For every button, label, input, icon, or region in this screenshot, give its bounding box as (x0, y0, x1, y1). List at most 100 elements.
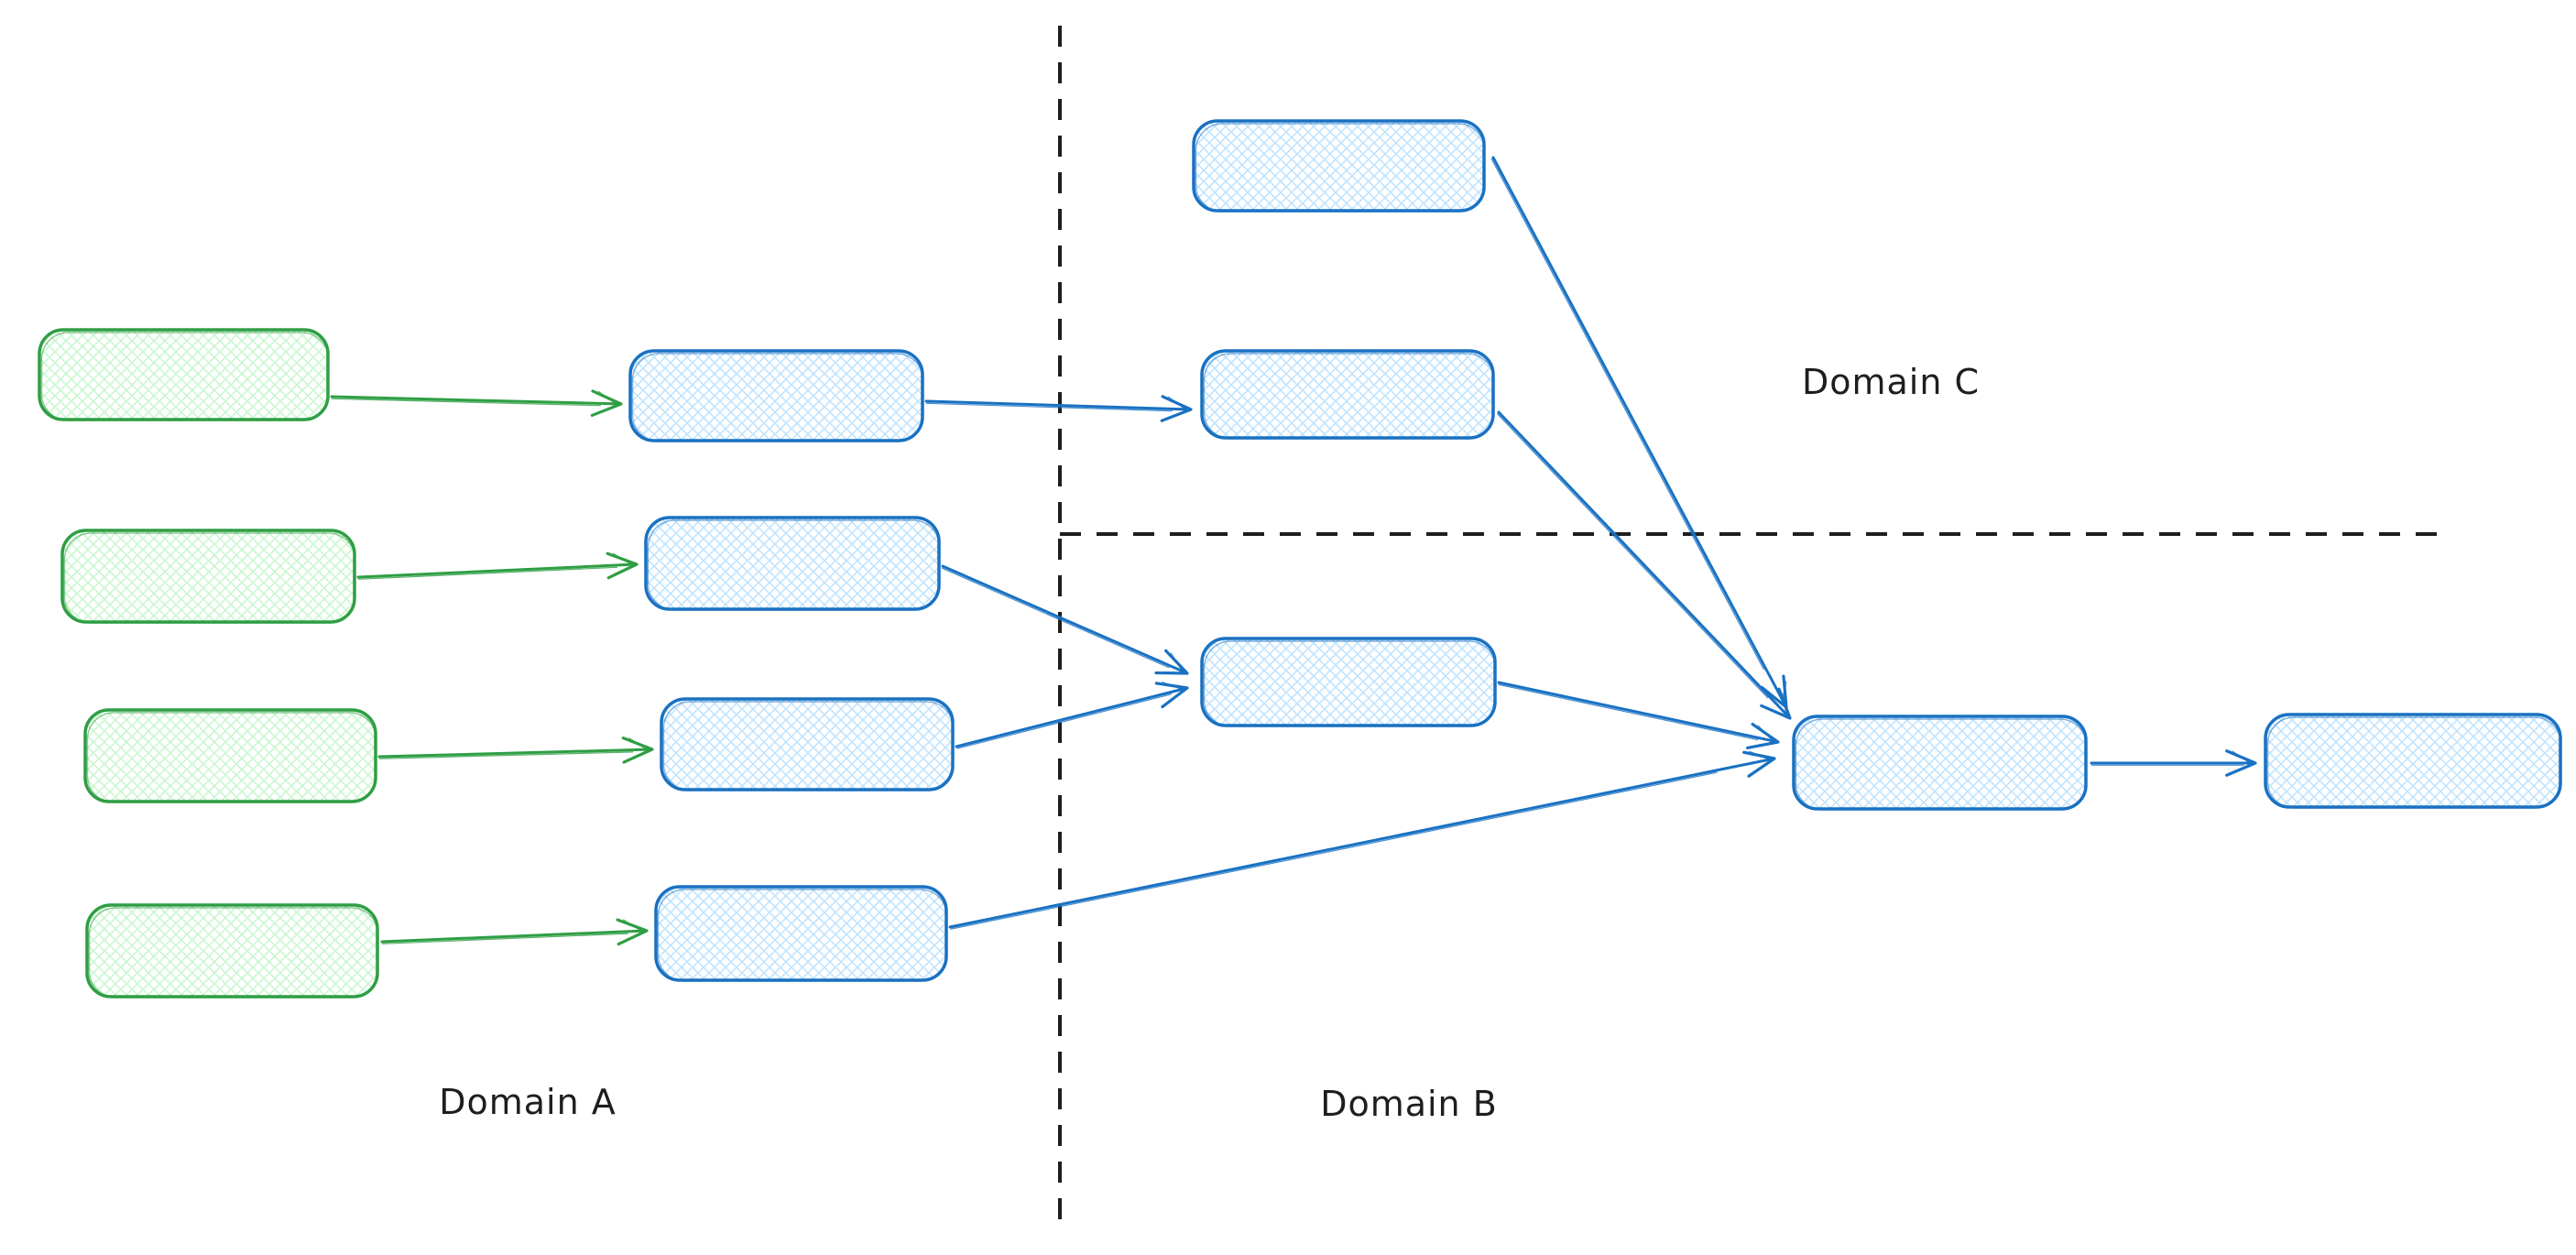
domain-b-node-merge-sketch-outline (1795, 718, 2088, 811)
arrow-source4-process4-arrowhead-icon (616, 918, 649, 946)
arrow-source4-process4 (380, 918, 649, 946)
arrow-process1-cmid-sketch-line (925, 402, 1173, 412)
arrow-merge-output-arrowhead-icon (2225, 749, 2257, 777)
domain-a-source-1-sketch-outline (40, 332, 330, 421)
domain-a-source-3-shape (83, 708, 377, 803)
domain-b-node-left-shape (1200, 637, 1497, 727)
domain-a-process-4-sketch-outline (657, 889, 948, 982)
domain-a-source-1-shape (38, 328, 330, 421)
arrow-source4-process4-sketch-line (382, 933, 628, 944)
arrow-bleft-merge-arrowhead-sketch (1757, 725, 1774, 742)
arrow-ctop-merge-shaft (1491, 156, 1786, 705)
arrow-source2-process2 (356, 551, 639, 580)
domain-a-process-1 (628, 349, 924, 442)
domain-c-node-top-shape (1192, 119, 1486, 213)
arrow-process3-bleft-arrowhead-icon (1154, 682, 1189, 709)
arrow-process2-bleft-shaft (941, 564, 1185, 673)
arrow-source3-process3-arrowhead-icon (621, 737, 654, 764)
domain-c-node-mid (1200, 349, 1495, 440)
arrow-source2-process2-arrowhead-sketch (612, 552, 632, 565)
arrow-process1-cmid-arrowhead-icon (1160, 395, 1193, 422)
domain-c-node-mid-sketch-outline (1203, 353, 1495, 440)
domain-b-node-merge (1792, 715, 2088, 811)
domain-a-process-2-shape (644, 516, 941, 611)
arrow-ctop-merge (1490, 156, 1788, 709)
arrow-process3-bleft (955, 681, 1189, 749)
arrow-cmid-merge-sketch-line (1496, 413, 1769, 699)
arrow-process4-merge-sketch-line (950, 771, 1718, 930)
arrow-source1-process1-shaft (330, 395, 619, 406)
domain-a-source-2-shape (60, 529, 356, 624)
domain-a-process-4-shape (654, 885, 948, 982)
arrow-process2-bleft-arrowhead-sketch (1170, 652, 1184, 671)
arrow-process3-bleft-arrowhead-sketch (1161, 681, 1183, 691)
domain-b-node-left (1200, 637, 1497, 727)
domain-b-node-left-sketch-outline (1203, 640, 1497, 727)
arrow-source3-process3-shaft (377, 748, 650, 758)
arrow-cmid-merge-arrowhead-icon (1760, 687, 1792, 720)
domain-b-label: Domain B (1320, 1084, 1498, 1124)
arrow-process2-bleft-arrowhead-icon (1154, 649, 1189, 675)
arrow-source2-process2-shaft (356, 562, 635, 579)
arrow-source1-process1-arrowhead-sketch (597, 390, 617, 405)
arrow-process1-cmid (924, 395, 1193, 422)
domain-b-node-output (2264, 713, 2562, 809)
arrow-source1-process1 (330, 389, 623, 418)
arrow-source3-process3-sketch-line (379, 751, 634, 759)
domain-c-label: Domain C (1802, 362, 1980, 402)
domain-a-process-1-sketch-outline (631, 353, 924, 442)
arrow-source3-process3 (377, 737, 654, 764)
arrow-cmid-merge (1496, 410, 1792, 720)
domain-a-source-4-sketch-outline (88, 907, 379, 999)
domain-a-process-3-sketch-outline (662, 701, 955, 791)
arrow-bleft-merge (1497, 681, 1780, 750)
domain-labels: Domain A Domain B Domain C (439, 362, 1980, 1124)
arrow-merge-output (2090, 749, 2257, 777)
diagram-nodes (38, 119, 2562, 999)
domain-a-process-2 (644, 516, 941, 611)
arrow-process1-cmid-shaft (924, 399, 1189, 411)
arrow-source2-process2-sketch-line (358, 566, 617, 580)
domain-a-source-3 (83, 708, 377, 803)
domain-a-source-1 (38, 328, 330, 421)
arrow-merge-output-arrowhead-sketch (2232, 750, 2251, 764)
domain-a-source-2-sketch-outline (63, 532, 356, 624)
arrow-source3-process3-arrowhead-sketch (628, 737, 648, 750)
diagram-arrows (330, 156, 2257, 946)
arrow-source4-process4-shaft (380, 929, 645, 944)
arrow-process2-bleft-sketch-line (941, 567, 1170, 669)
domain-b-node-output-shape (2264, 713, 2562, 809)
domain-a-process-3-shape (660, 697, 955, 791)
domain-b-node-output-sketch-outline (2266, 716, 2562, 809)
arrow-source1-process1-sketch-line (331, 398, 601, 407)
domain-a-process-1-shape (628, 349, 924, 442)
domain-a-process-4 (654, 885, 948, 982)
domain-c-node-mid-shape (1200, 349, 1495, 440)
domain-b-node-merge-shape (1792, 715, 2088, 811)
domain-dividers (1058, 26, 2446, 1235)
domain-c-node-top-sketch-outline (1195, 123, 1486, 213)
arrow-cmid-merge-arrowhead-sketch (1782, 693, 1787, 715)
domain-a-label: Domain A (439, 1082, 617, 1122)
domain-a-source-4-shape (85, 903, 379, 999)
arrow-source4-process4-arrowhead-sketch (622, 919, 642, 932)
domain-c-node-top (1192, 119, 1486, 213)
domain-a-source-4 (85, 903, 379, 999)
arrow-bleft-merge-shaft (1497, 681, 1776, 743)
arrow-process4-merge-arrowhead-sketch (1749, 750, 1770, 760)
arrow-bleft-merge-arrowhead-icon (1746, 722, 1780, 750)
arrow-process3-bleft-shaft (955, 687, 1185, 748)
domain-a-process-3 (660, 697, 955, 791)
arrow-process1-cmid-arrowhead-sketch (1167, 396, 1186, 410)
arrow-process2-bleft (941, 564, 1189, 675)
domain-a-source-3-sketch-outline (86, 712, 377, 803)
arrow-cmid-merge-shaft (1497, 410, 1789, 717)
arrow-ctop-merge-sketch-line (1490, 158, 1765, 671)
arrow-process4-merge (948, 750, 1776, 930)
arrow-source2-process2-arrowhead-icon (606, 551, 639, 580)
domain-a-process-2-sketch-outline (647, 519, 941, 611)
arrow-bleft-merge-sketch-line (1498, 683, 1759, 741)
domain-a-source-2 (60, 529, 356, 624)
arrow-process4-merge-shaft (948, 758, 1773, 929)
